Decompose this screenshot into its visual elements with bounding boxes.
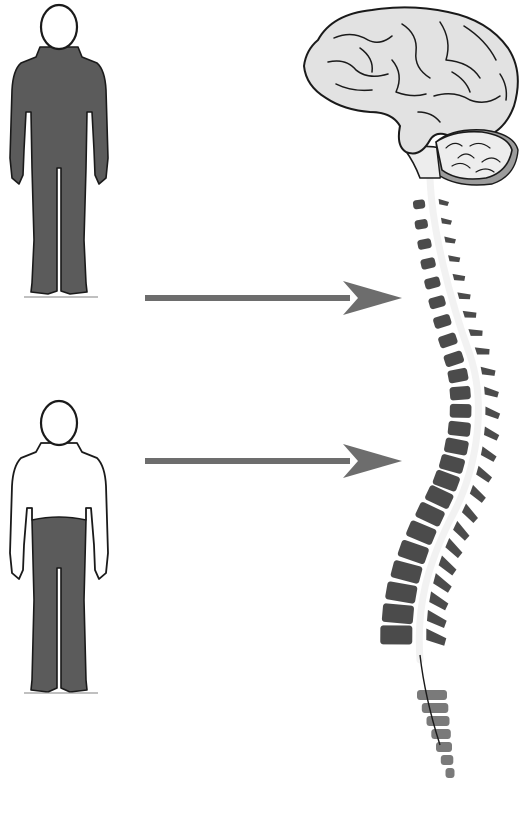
spinous-process bbox=[475, 466, 494, 483]
sacral-segment bbox=[436, 742, 452, 752]
lower-arrow bbox=[145, 444, 402, 478]
spinous-process bbox=[432, 573, 454, 593]
vertebral-body bbox=[428, 295, 447, 310]
spinous-process bbox=[468, 325, 484, 339]
lower-figure-legs bbox=[31, 517, 87, 692]
sacral-segment bbox=[422, 703, 449, 713]
lower-figure-head bbox=[41, 401, 77, 445]
vertebral-body bbox=[413, 199, 426, 209]
vertebral-body bbox=[385, 581, 418, 604]
spinous-process bbox=[480, 446, 498, 462]
arrows bbox=[145, 281, 402, 478]
vertebral-body bbox=[420, 257, 437, 270]
spinous-process bbox=[448, 253, 461, 265]
vertebral-body bbox=[449, 386, 471, 401]
spinous-process bbox=[453, 271, 467, 283]
lower-human-figure bbox=[10, 401, 108, 693]
vertebral-body bbox=[380, 625, 412, 644]
vertebral-body bbox=[417, 238, 432, 250]
vertebral-body bbox=[443, 350, 465, 368]
spinous-process bbox=[484, 426, 500, 440]
sacral-segment bbox=[417, 690, 447, 700]
lower-arrow-shaft bbox=[145, 458, 350, 464]
sacrum-icon bbox=[417, 690, 455, 778]
spine-and-brain bbox=[304, 7, 518, 778]
vertebral-body bbox=[390, 560, 423, 585]
vertebral-body bbox=[450, 404, 472, 418]
upper-arrow-shaft bbox=[145, 295, 350, 301]
spinous-process bbox=[481, 364, 497, 378]
vertebral-body bbox=[414, 219, 428, 230]
upper-figure-head bbox=[41, 5, 77, 49]
spinous-process bbox=[443, 538, 465, 559]
sacral-segment bbox=[441, 755, 454, 765]
spinous-process bbox=[475, 343, 491, 358]
spinous-process bbox=[426, 629, 446, 646]
spinous-process bbox=[428, 591, 450, 610]
spinous-process bbox=[460, 504, 482, 524]
spinous-process bbox=[485, 407, 500, 420]
spinous-process bbox=[426, 610, 447, 628]
vertebral-body bbox=[432, 313, 452, 329]
upper-arrow bbox=[145, 281, 402, 315]
vertebra-icon bbox=[380, 625, 446, 645]
vertebral-body bbox=[447, 421, 471, 437]
spinous-process bbox=[468, 485, 488, 504]
sacral-segment bbox=[427, 716, 450, 726]
vertebral-body bbox=[382, 603, 415, 624]
spinous-process bbox=[451, 521, 473, 542]
vertebral-body bbox=[444, 437, 470, 456]
vertebra-icon bbox=[382, 603, 448, 628]
sacral-segment bbox=[431, 729, 451, 739]
arrow-right-icon bbox=[343, 444, 402, 478]
spinous-process bbox=[457, 289, 471, 302]
spinous-process bbox=[463, 307, 478, 321]
upper-figure-body bbox=[10, 47, 108, 294]
upper-human-figure bbox=[10, 5, 108, 297]
spinous-process bbox=[437, 556, 459, 577]
vertebral-body bbox=[424, 276, 442, 290]
vertebral-body bbox=[437, 332, 458, 349]
vertebral-body bbox=[447, 367, 469, 383]
spinous-process bbox=[441, 216, 453, 226]
spinous-process bbox=[444, 234, 456, 245]
arrow-right-icon bbox=[343, 281, 402, 315]
sacral-segment bbox=[446, 768, 455, 778]
spinous-process bbox=[484, 385, 499, 398]
cerebellum-icon bbox=[436, 130, 518, 185]
spinous-process bbox=[439, 198, 450, 207]
